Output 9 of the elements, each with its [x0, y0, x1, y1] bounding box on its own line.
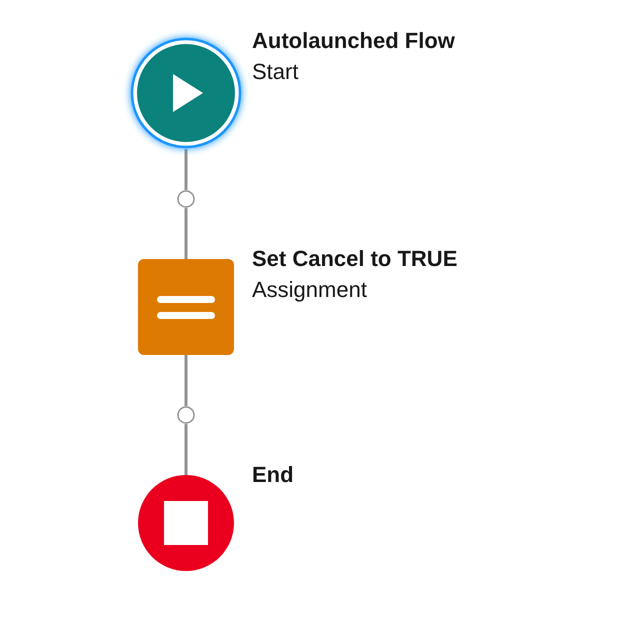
element-title: Autolaunched Flow [252, 28, 455, 54]
element-type: Assignment [252, 277, 367, 303]
connector-line [184, 208, 188, 259]
element-type: Start [252, 59, 298, 85]
element-title: End [252, 462, 294, 488]
connector-line [184, 424, 188, 475]
element-title: Set Cancel to TRUE [252, 246, 458, 272]
connector-line [184, 149, 188, 190]
connector-line [184, 355, 188, 406]
